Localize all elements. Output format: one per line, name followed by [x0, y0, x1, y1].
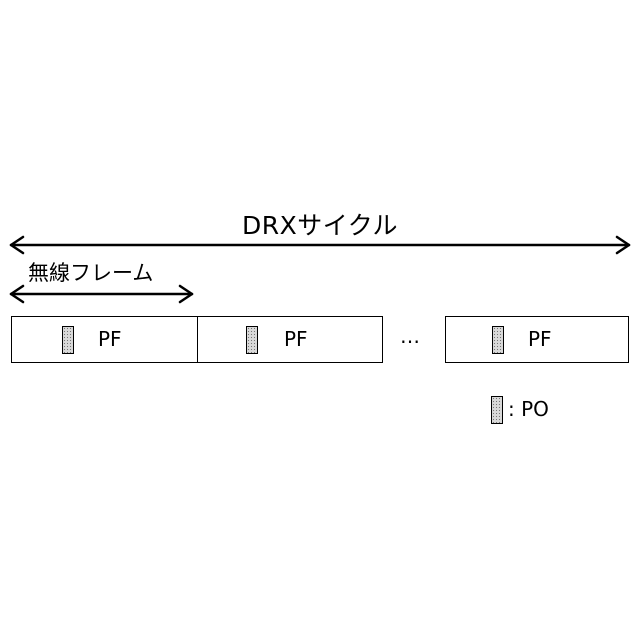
radio-frame-3: PF — [445, 316, 629, 363]
drx-cycle-label: DRXサイクル — [242, 213, 398, 238]
radio-frame-label: 無線フレーム — [28, 263, 153, 284]
radio-frame-2: PF — [197, 316, 383, 363]
ellipsis: … — [400, 326, 420, 346]
paging-frame-label: PF — [98, 329, 122, 349]
paging-occasion-marker — [246, 326, 258, 354]
radio-frame-1: PF — [11, 316, 198, 363]
paging-frame-label: PF — [284, 329, 308, 349]
paging-occasion-marker — [492, 326, 504, 354]
radio-frame-arrow — [11, 286, 192, 302]
legend-po-swatch — [491, 396, 503, 424]
paging-frame-label: PF — [528, 329, 552, 349]
paging-occasion-marker — [62, 326, 74, 354]
legend-po-label: : PO — [508, 399, 549, 419]
